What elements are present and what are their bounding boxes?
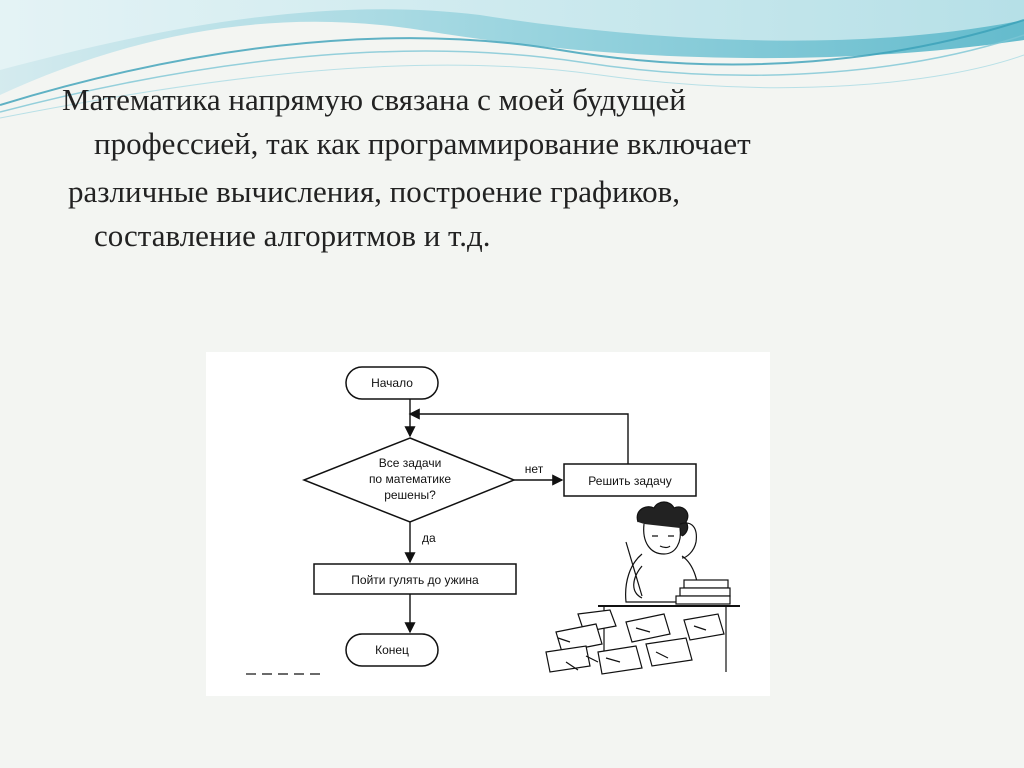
text-line-3: различные вычисления, построение графико… — [68, 174, 681, 209]
process-solve-box — [563, 463, 697, 497]
flowchart-svg: Начало Все задачи по математике решены? … — [246, 366, 740, 675]
process-walk-box — [313, 563, 517, 595]
flowchart-figure: Начало Все задачи по математике решены? … — [206, 352, 770, 696]
main-text: Математика напрямую связана с моей будущ… — [62, 78, 942, 258]
process-walk-label: Пойти гулять до ужина — [351, 573, 479, 587]
decision-line-2: по математике — [369, 472, 451, 486]
decorative-waves — [0, 0, 1024, 119]
process-solve-label: Решить задачу — [588, 474, 671, 488]
no-label: нет — [525, 462, 544, 476]
end-terminator — [345, 633, 439, 667]
text-line-4: составление алгоритмов и т.д. — [94, 218, 491, 253]
loop-back-line — [408, 408, 629, 464]
start-terminator — [345, 366, 439, 400]
yes-label: да — [422, 531, 436, 545]
decision-line-1: Все задачи — [379, 456, 442, 470]
text-line-2: профессией, так как программирование вкл… — [94, 126, 751, 161]
decision-line-3: решены? — [384, 488, 436, 502]
text-line-1: Математика напрямую связана с моей будущ… — [62, 82, 686, 117]
student-illustration — [545, 501, 740, 675]
start-label: Начало — [371, 376, 413, 390]
end-label: Конец — [375, 643, 409, 657]
